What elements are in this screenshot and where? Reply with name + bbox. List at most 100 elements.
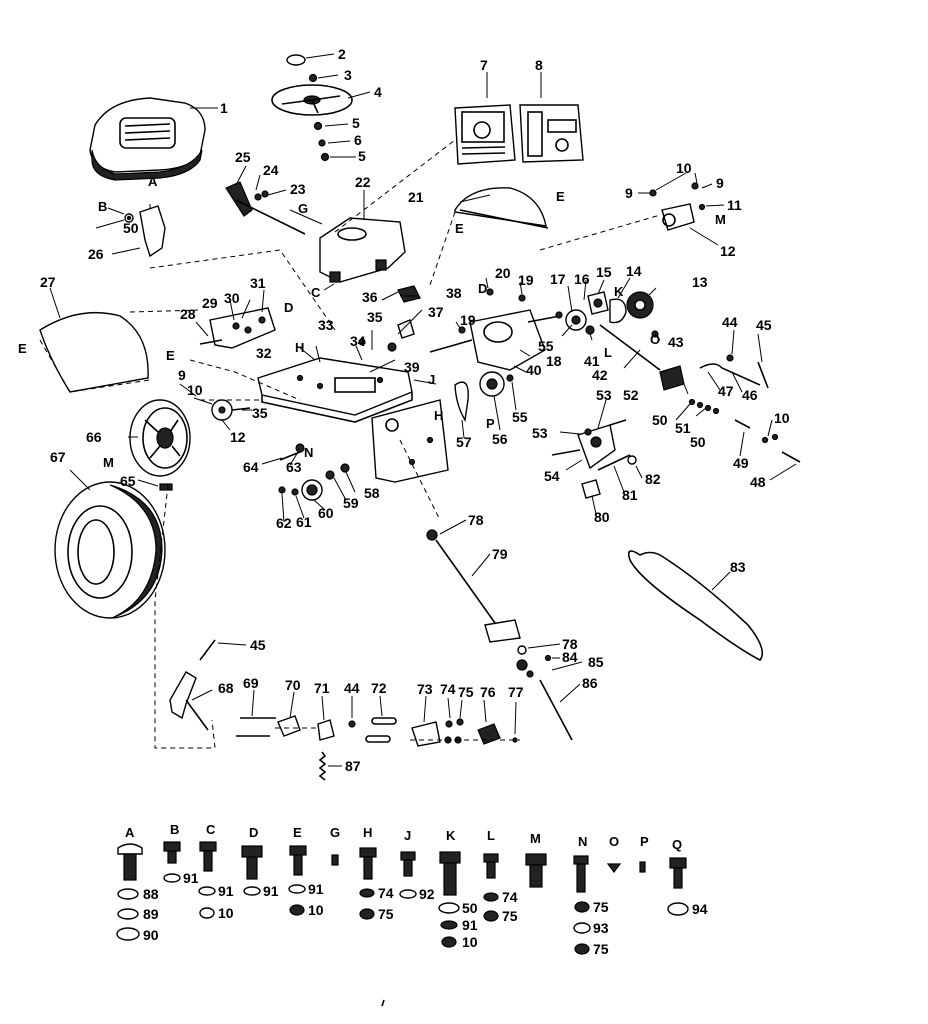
part-number-42: 42 — [592, 367, 608, 383]
part-number-15: 15 — [596, 264, 612, 280]
part-number-24: 24 — [263, 162, 279, 178]
hardware-chart: A B C D E G H J K L M N O P Q — [116, 822, 708, 957]
hw-header-E: E — [293, 825, 302, 840]
shaft-hardware-center — [358, 285, 421, 352]
part-number-9a: 9 — [625, 185, 633, 201]
part-number-29: 29 — [202, 295, 218, 311]
hw-header-L: L — [487, 828, 495, 843]
hw-H-item-2: 75 — [378, 906, 394, 922]
hw-C-item-1: 91 — [218, 883, 234, 899]
letter-H-top: H — [295, 340, 304, 355]
part-number-18: 18 — [546, 353, 562, 369]
reference-lines — [39, 139, 661, 749]
hw-header-H: H — [363, 825, 372, 840]
part-number-30: 30 — [224, 290, 240, 306]
part-number-79: 79 — [492, 546, 508, 562]
hw-header-M: M — [530, 831, 541, 846]
hw-E-item-1: 91 — [308, 881, 324, 897]
part-number-39: 39 — [404, 359, 420, 375]
part-number-72: 72 — [371, 680, 387, 696]
part-number-27: 27 — [40, 274, 56, 290]
hw-E-item-2: 10 — [308, 902, 324, 918]
part-number-34: 34 — [350, 333, 366, 349]
part-number-63: 63 — [286, 459, 302, 475]
letter-A: A — [148, 174, 158, 189]
part-number-3: 3 — [344, 67, 352, 83]
hw-A-item-3: 90 — [143, 927, 159, 943]
hw-washers — [116, 873, 689, 955]
hw-header-G: G — [330, 825, 340, 840]
hw-K-item-3: 10 — [462, 934, 478, 950]
part-number-75: 75 — [458, 684, 474, 700]
pulley-group-left — [278, 443, 350, 501]
decal-8-part — [519, 104, 584, 163]
hw-L-item-1: 74 — [502, 889, 518, 905]
hw-A-item-2: 89 — [143, 906, 159, 922]
part-number-10c: 10 — [774, 410, 790, 426]
part-number-31: 31 — [250, 275, 266, 291]
part-number-59: 59 — [343, 495, 359, 511]
rear-frame-plate-part — [371, 399, 449, 483]
letter-M-left: M — [103, 455, 114, 470]
part-number-44b: 44 — [344, 680, 360, 696]
part-number-21: 21 — [408, 189, 424, 205]
steering-nut-part — [308, 73, 318, 83]
part-number-6: 6 — [354, 132, 362, 148]
part-number-65: 65 — [120, 473, 136, 489]
part-number-8: 8 — [535, 57, 543, 73]
part-number-33: 33 — [318, 317, 334, 333]
part-number-5b: 5 — [358, 148, 366, 164]
part-number-62: 62 — [276, 515, 292, 531]
part-number-45b: 45 — [250, 637, 266, 653]
part-number-84: 84 — [562, 649, 578, 665]
part-number-54: 54 — [544, 468, 560, 484]
bracket-26-part — [124, 205, 166, 258]
part-number-82: 82 — [645, 471, 661, 487]
letter-E-hood: E — [556, 189, 565, 204]
part-number-20: 20 — [495, 265, 511, 281]
hw-D-item-1: 91 — [263, 883, 279, 899]
hw-header-D: D — [249, 825, 258, 840]
steering-support-part — [319, 217, 406, 283]
part-number-48: 48 — [750, 474, 766, 490]
letter-E-fender-right: E — [166, 348, 175, 363]
part-number-23: 23 — [290, 181, 306, 197]
part-number-9c: 9 — [178, 367, 186, 383]
part-number-41: 41 — [584, 353, 600, 369]
part-number-61: 61 — [296, 514, 312, 530]
part-number-55a: 55 — [538, 338, 554, 354]
letter-N: N — [304, 445, 313, 460]
hw-H-item-1: 74 — [378, 885, 394, 901]
hw-header-K: K — [446, 828, 456, 843]
reference-letters: A B C D D E E E E E G H H J K L M M N O … — [18, 174, 726, 470]
part-number-73: 73 — [417, 681, 433, 697]
part-number-71: 71 — [314, 680, 330, 696]
hw-header-C: C — [206, 822, 216, 837]
letter-O-right: O — [650, 332, 660, 347]
part-number-12b: 12 — [230, 429, 246, 445]
part-number-40: 40 — [526, 362, 542, 378]
part-number-53a: 53 — [596, 387, 612, 403]
part-number-50b: 50 — [652, 412, 668, 428]
part-number-35a: 35 — [367, 309, 383, 325]
hw-header-O: O — [609, 834, 619, 849]
letter-J: J — [428, 372, 435, 387]
part-number-58: 58 — [364, 485, 380, 501]
pulley-56-part — [454, 371, 514, 423]
part-number-17: 17 — [550, 271, 566, 287]
letter-B: B — [98, 199, 107, 214]
part-number-43: 43 — [668, 334, 684, 350]
part-number-68: 68 — [218, 680, 234, 696]
pivot-hardware-right — [649, 182, 706, 231]
part-number-12a: 12 — [720, 243, 736, 259]
leader-lines — [49, 53, 797, 767]
hw-J-item-1: 92 — [419, 886, 435, 902]
hw-N-item-1: 75 — [593, 899, 609, 915]
steering-cap-part — [286, 54, 306, 66]
letter-C: C — [311, 285, 321, 300]
drive-belt-part — [627, 550, 764, 662]
part-number-78b: 78 — [562, 636, 578, 652]
part-number-50a: 50 — [123, 220, 139, 236]
part-number-85: 85 — [588, 654, 604, 670]
part-number-52: 52 — [623, 387, 639, 403]
